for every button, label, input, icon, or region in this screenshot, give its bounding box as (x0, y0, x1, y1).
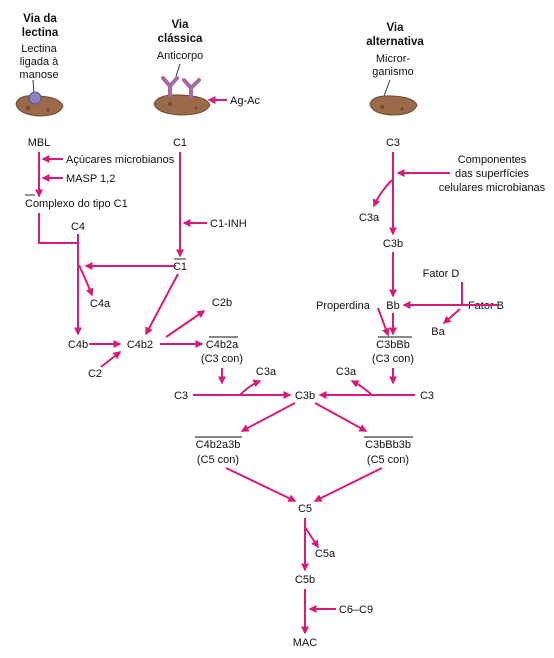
arrow-to-c3a-mid-right (350, 380, 373, 396)
c3b-alt-label: C3b (383, 238, 403, 250)
masp-label: MASP 1,2 (66, 173, 115, 185)
c4b2-label: C4b2 (127, 339, 153, 351)
c3a-alt-label: C3a (359, 212, 380, 224)
mac-label: MAC (293, 637, 318, 649)
arrow-to-c5a (304, 526, 319, 549)
c4a-label: C4a (90, 298, 111, 310)
classic-header-line1: Via (171, 19, 189, 31)
lectin-microbe-icon (15, 79, 64, 117)
arrow-c2-in (100, 351, 122, 368)
components-line2: das superfícies (455, 168, 529, 180)
c5-convertase-left: (C5 con) (197, 454, 239, 466)
c2b-label: C2b (212, 297, 232, 309)
c3-mid-left-label: C3 (174, 390, 188, 402)
classic-pathway-header: Via clássica (158, 19, 203, 45)
components-line3: celulares microbianas (439, 182, 546, 194)
alt-caption-1: Micror- (376, 53, 411, 65)
c2-label: C2 (88, 368, 102, 380)
ag-ac-label: Ag-Ac (230, 95, 260, 107)
arrow-left-convertase-to-c5 (225, 467, 297, 502)
c5-label: C5 (298, 503, 312, 515)
arrow-c1bar-to-c4b2 (145, 273, 179, 336)
ba-label: Ba (431, 326, 445, 338)
lectin-caption-2: ligada à (20, 56, 59, 68)
arrow-to-ba (442, 308, 461, 324)
arrow-to-c3a-mid-left (239, 379, 262, 396)
fator-d-label: Fator D (423, 268, 460, 280)
arrow-c3b-to-c3bbb3b (314, 402, 368, 432)
c5a-label: C5a (315, 548, 336, 560)
alternative-microbe-icon (369, 79, 418, 116)
properdina-label: Properdina (316, 300, 371, 312)
c1-inh-label: C1-INH (210, 218, 247, 230)
classic-caption: Anticorpo (157, 50, 203, 62)
c3a-mid-right-label: C3a (336, 366, 357, 378)
lectin-pathway-header: Via da lectina (22, 13, 59, 39)
c1-activated-label: C1 (173, 261, 187, 273)
c4-label: C4 (71, 221, 85, 233)
c3bbb3b-label: C3bBb3b (365, 439, 411, 451)
c4b2a3b-label: C4b2a3b (196, 439, 241, 451)
lectin-caption-3: manose (19, 69, 58, 81)
components-line1: Componentes (458, 154, 527, 166)
alt-header-line1: Via (386, 22, 404, 34)
acucares-label: Açúcares microbianos (66, 154, 175, 166)
antibody-icon (161, 76, 201, 99)
arrow-complexo-to-c4b (38, 213, 82, 336)
arrow-c3b-to-c4b2a3b (240, 402, 296, 432)
c5b-label: C5b (295, 574, 315, 586)
arrow-to-c4a (78, 264, 94, 297)
arrow-to-c2b (165, 310, 206, 338)
c3b-mid-label: C3b (295, 390, 315, 402)
c5-convertase-right: (C5 con) (367, 454, 409, 466)
alt-header-line2: alternativa (366, 36, 424, 48)
classic-header-line2: clássica (158, 33, 203, 45)
classic-microbe-icon (153, 63, 211, 116)
c3a-mid-left-label: C3a (256, 366, 277, 378)
alt-caption-2: ganismo (372, 66, 414, 78)
c6-c9-label: C6–C9 (339, 604, 373, 616)
c3bbb-label: C3bBb (376, 339, 410, 351)
lectin-header-line2: lectina (22, 27, 59, 39)
lectin-caption-1: Lectina (21, 43, 57, 55)
arrow-properdina-to-c3bbb (377, 307, 390, 337)
complexo-label: Complexo do tipo C1 (25, 198, 128, 210)
pathway-arrows (35, 96, 498, 635)
c3-convertase-left: (C3 con) (201, 353, 243, 365)
c4b2a-label: C4b2a (206, 339, 239, 351)
c1-label: C1 (173, 137, 187, 149)
c3-convertase-right: (C3 con) (372, 353, 414, 365)
bb-label: Bb (386, 300, 399, 312)
c3-mid-right-label: C3 (420, 390, 434, 402)
c3-top-label: C3 (386, 137, 400, 149)
arrow-to-c3a-alt (372, 179, 393, 208)
c4b-label: C4b (68, 339, 88, 351)
alternative-pathway-header: Via alternativa (366, 22, 424, 48)
mbl-icon (28, 91, 42, 105)
mbl-label: MBL (28, 137, 51, 149)
lectin-header-line1: Via da (23, 13, 57, 25)
arrow-right-convertase-to-c5 (313, 467, 383, 502)
